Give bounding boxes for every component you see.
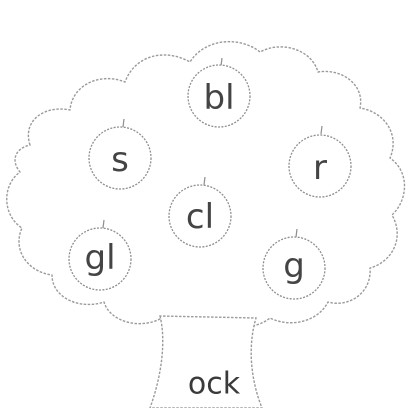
apple-label: cl [186, 197, 214, 237]
trunk-word-ending: ock [188, 367, 241, 402]
apple-label: g [283, 246, 305, 286]
apple-label: r [313, 148, 327, 188]
apple-label: gl [84, 238, 115, 278]
apple-label: bl [203, 78, 234, 118]
apple-label: s [111, 140, 129, 180]
